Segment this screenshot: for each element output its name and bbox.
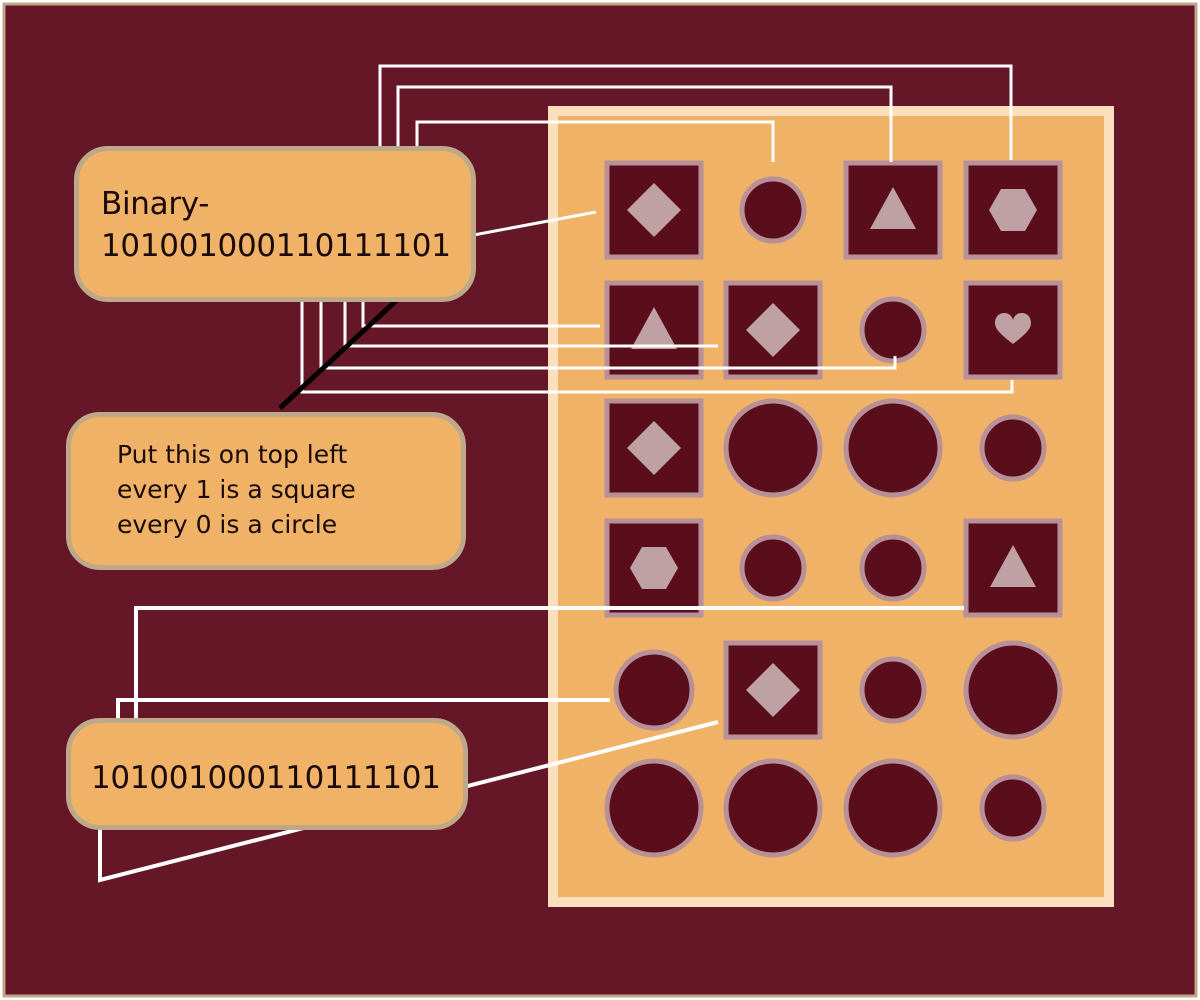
diamond-icon <box>746 663 800 717</box>
binary-label: Binary- <box>101 186 210 222</box>
circle-cell <box>979 774 1047 842</box>
square-cell <box>604 518 704 618</box>
circle-cell <box>979 414 1047 482</box>
triangle-icon <box>870 187 916 229</box>
circle-cell <box>723 758 823 858</box>
instruction-line-3: every 0 is a circle <box>117 510 338 539</box>
circle-cell <box>859 296 927 364</box>
code-note: 101001000110111101 <box>66 718 468 830</box>
circle-cell <box>843 398 943 498</box>
code-digits: 101001000110111101 <box>91 760 441 796</box>
instructions-note: Put this on top left every 1 is a square… <box>66 412 466 570</box>
shape-grid <box>604 160 1063 858</box>
hexagon-icon <box>630 547 678 589</box>
triangle-icon <box>631 307 677 349</box>
circle-cell <box>859 656 927 724</box>
binary-note: Binary- 101001000110111101 <box>74 146 476 302</box>
connector-line <box>378 64 1013 222</box>
connector-line <box>300 262 1014 394</box>
connector-line <box>319 262 897 370</box>
triangle-icon <box>990 545 1036 587</box>
diamond-icon <box>746 303 800 357</box>
heart-icon <box>995 313 1031 344</box>
circle-cell <box>859 534 927 602</box>
circle-cell <box>963 640 1063 740</box>
circle-cell <box>843 758 943 858</box>
diamond-icon <box>627 421 681 475</box>
instruction-line-2: every 1 is a square <box>117 475 356 504</box>
circle-cell <box>739 176 807 244</box>
binary-digits: 101001000110111101 <box>101 228 451 264</box>
square-cell <box>843 160 943 260</box>
diamond-icon <box>627 183 681 237</box>
connector-line <box>134 606 964 752</box>
circle-cell <box>604 758 704 858</box>
instruction-line-1: Put this on top left <box>117 440 348 469</box>
circle-cell <box>723 398 823 498</box>
circle-cell <box>739 534 807 602</box>
circle-cell <box>613 649 695 731</box>
hexagon-icon <box>989 189 1037 231</box>
